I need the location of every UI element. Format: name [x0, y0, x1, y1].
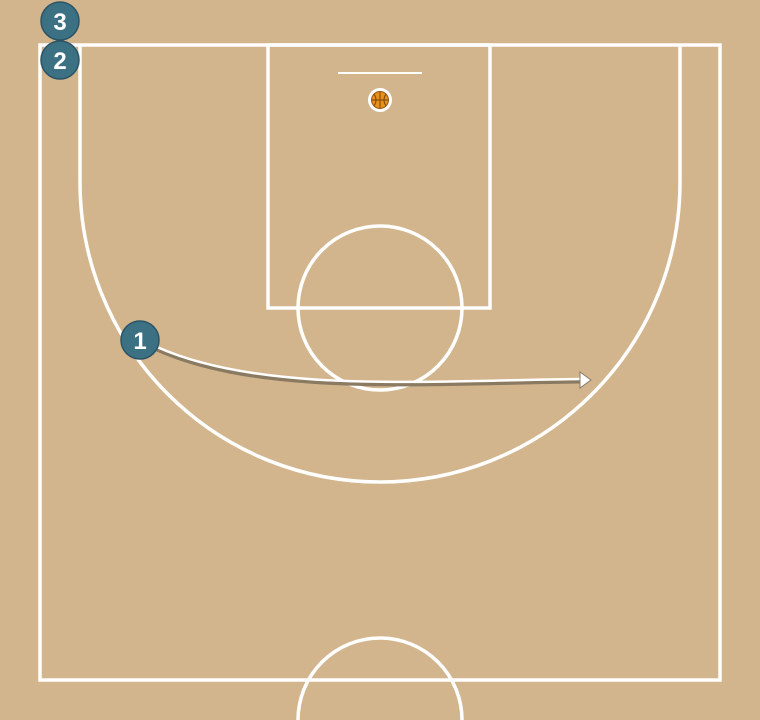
- center-circle: [296, 636, 464, 720]
- player-3-label: 3: [53, 9, 66, 36]
- player-1-movement: [154, 345, 592, 389]
- basketball-icon: [368, 88, 392, 112]
- movement-line-shadow: [154, 346, 583, 387]
- arrow-head-icon: [579, 371, 592, 389]
- three-point-line: [78, 45, 682, 484]
- paint-lane: [266, 43, 492, 310]
- player-1[interactable]: 1: [120, 320, 160, 360]
- player-3[interactable]: 3: [40, 1, 80, 41]
- movement-line: [155, 345, 582, 384]
- player-1-label: 1: [133, 328, 146, 355]
- player-2-label: 2: [53, 48, 66, 75]
- court-lines: [38, 43, 722, 720]
- free-throw-circle: [296, 224, 464, 392]
- player-2[interactable]: 2: [40, 40, 80, 80]
